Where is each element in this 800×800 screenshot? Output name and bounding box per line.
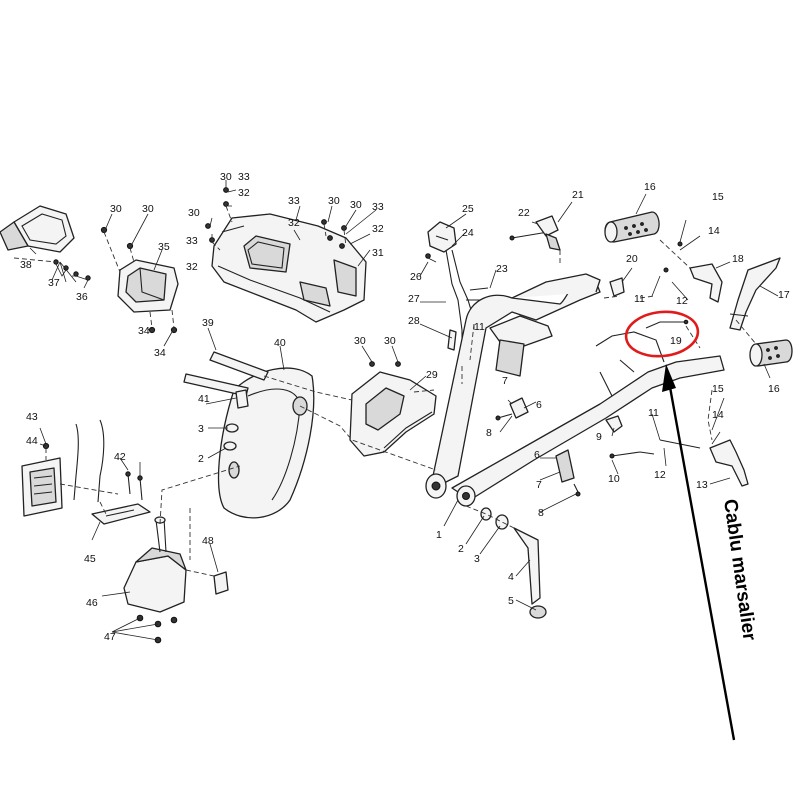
control-panel-shroud-part [205, 187, 367, 323]
part-label: 32 [238, 187, 250, 199]
cable-22-part [509, 215, 561, 251]
part-label: 30 [188, 207, 200, 219]
callout-arrow [662, 364, 736, 741]
part-label: 16 [768, 383, 780, 395]
clutch-lever-upper [663, 241, 781, 331]
part-labels: 1 2 2 3 3 4 5 6 6 7 7 8 8 9 10 11 11 11 … [20, 171, 790, 643]
part-label: 12 [676, 295, 688, 307]
part-label: 46 [86, 597, 98, 609]
part-label: 5 [508, 595, 514, 607]
part-label: 47 [104, 631, 116, 643]
part-label: 35 [158, 241, 170, 253]
gearbox-46-part [123, 516, 229, 644]
part-label: 32 [372, 223, 384, 235]
bracket-29-part [349, 361, 437, 457]
part-label: 12 [654, 469, 666, 481]
part-label: 11 [648, 407, 659, 419]
part-label: 38 [20, 259, 32, 271]
part-label: 17 [778, 289, 790, 301]
part-label: 28 [408, 315, 420, 327]
part-label: 20 [626, 253, 638, 265]
part-label: 24 [462, 227, 474, 239]
part-label: 10 [608, 473, 620, 485]
cable-19-part [645, 319, 689, 329]
part-label: 29 [426, 369, 438, 381]
part-label: 6 [534, 449, 540, 461]
cable-rods-parts [73, 419, 143, 503]
part-label: 45 [84, 553, 96, 565]
part-label: 23 [496, 263, 508, 275]
fender-mount-parts [183, 351, 269, 451]
part-label: 30 [354, 335, 366, 347]
part-label: 43 [26, 411, 38, 423]
part-label: 11 [634, 293, 645, 305]
part-label: 36 [76, 291, 88, 303]
part-label: 15 [712, 191, 724, 203]
handlebar-frame-part [425, 273, 725, 507]
instrument-cover-part [0, 205, 75, 253]
part-label: 25 [462, 203, 474, 215]
part-label: 34 [138, 325, 150, 337]
part-label: 7 [502, 375, 508, 387]
part-label: 9 [596, 431, 602, 443]
part-label: 26 [410, 271, 422, 283]
part-label: 15 [712, 383, 724, 395]
part-label: 34 [154, 347, 166, 359]
handle-grip-upper [604, 211, 660, 243]
leader-lines [29, 180, 779, 641]
part-label: 1 [436, 529, 442, 541]
part-label: 33 [238, 171, 250, 183]
part-label: 33 [186, 235, 198, 247]
part-label: 16 [644, 181, 656, 193]
linkage-45-part [91, 503, 151, 525]
cable-clip-parts [605, 277, 655, 459]
part-label: 32 [288, 217, 300, 229]
bracket-44-part [21, 442, 63, 517]
part-label: 32 [186, 261, 198, 273]
part-label: 39 [202, 317, 214, 329]
part-label: 30 [220, 171, 232, 183]
part-label: 30 [384, 335, 396, 347]
part-label: 44 [26, 435, 38, 447]
part-label: 2 [198, 453, 204, 465]
part-label: 42 [114, 451, 126, 463]
part-label: 19 [670, 335, 682, 347]
callout-label: Cablu marsalier [719, 498, 760, 643]
part-label: 30 [110, 203, 122, 215]
highlight-circle [624, 310, 700, 358]
part-label: 37 [48, 277, 60, 289]
part-label: 6 [536, 399, 542, 411]
part-label: 7 [536, 479, 542, 491]
part-label: 31 [372, 247, 384, 259]
part-label: 41 [198, 393, 210, 405]
part-label: 14 [712, 409, 724, 421]
handle-grip-lower [749, 339, 793, 367]
part-label: 27 [408, 293, 420, 305]
part-label: 30 [350, 199, 362, 211]
bracket-parts [495, 397, 581, 497]
part-label: 21 [572, 189, 584, 201]
part-label: 2 [458, 543, 464, 555]
dashboard-bezel-part [100, 226, 179, 334]
assembly-lines [13, 239, 757, 577]
part-label: 11 [474, 321, 485, 333]
part-label: 8 [538, 507, 544, 519]
part-label: 18 [732, 253, 744, 265]
part-label: 4 [508, 571, 514, 583]
part-label: 48 [202, 535, 214, 547]
part-label: 14 [708, 225, 720, 237]
part-label: 8 [486, 427, 492, 439]
part-label: 3 [474, 553, 480, 565]
screws-37 [53, 259, 91, 281]
part-label: 22 [518, 207, 530, 219]
part-label: 33 [288, 195, 300, 207]
part-label: 40 [274, 337, 286, 349]
part-label: 33 [372, 201, 384, 213]
part-label: 3 [198, 423, 204, 435]
part-label: 30 [328, 195, 340, 207]
part-label: 30 [142, 203, 154, 215]
part-label: 13 [696, 479, 708, 491]
